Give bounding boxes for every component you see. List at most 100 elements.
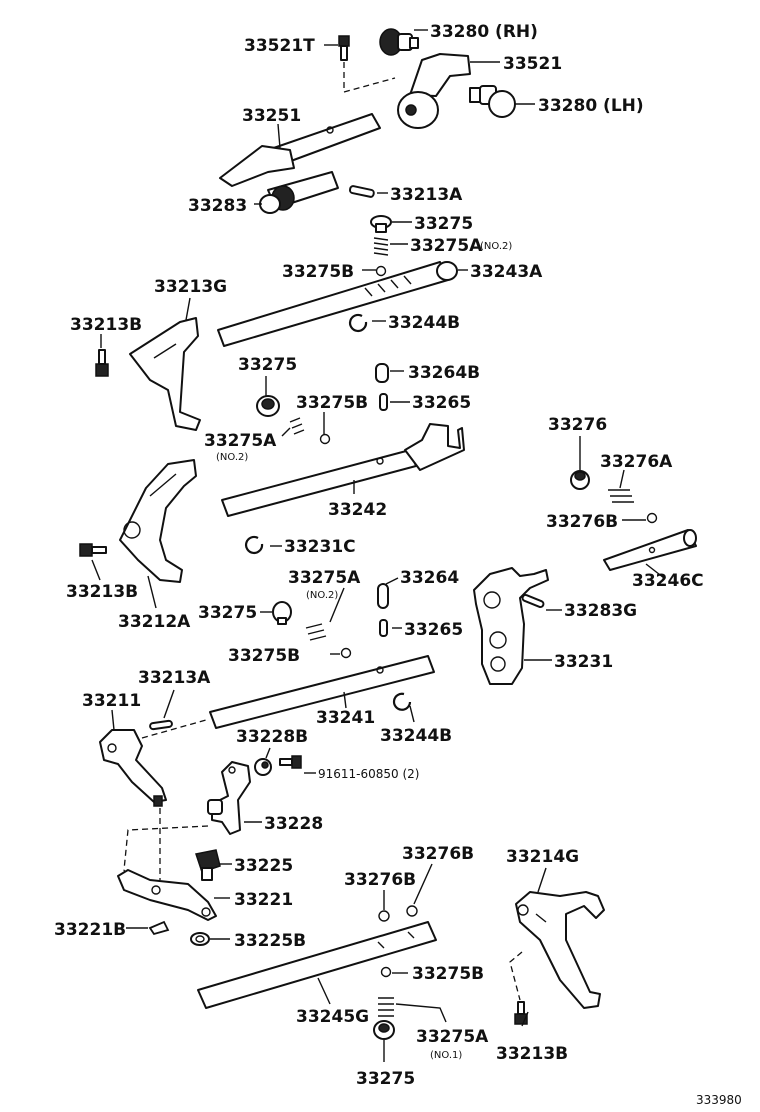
shaft-33251 <box>219 113 381 187</box>
dash-33214g <box>509 951 523 1001</box>
cap-33275-mid <box>256 395 280 417</box>
plug-33280-lh <box>469 85 516 118</box>
shaft-33245g <box>197 921 437 1009</box>
label-33265-low: 33265 <box>404 620 463 640</box>
plug-33280-rh <box>379 28 419 56</box>
label-33521: 33521 <box>503 54 562 74</box>
label-33280-rh: 33280 (RH) <box>430 22 538 42</box>
label-33225b: 33225B <box>234 931 306 951</box>
spring-33276a <box>608 489 634 503</box>
leader-lines <box>91 29 665 1062</box>
label-33283: 33283 <box>188 196 247 216</box>
bolt-33213b-left <box>95 349 109 377</box>
label-33275b-top: 33275B <box>282 262 354 282</box>
ball-33275b-top <box>375 265 387 277</box>
label-33211: 33211 <box>82 691 141 711</box>
bolt-33521t <box>338 35 350 61</box>
label-33213a-low: 33213A <box>138 668 211 688</box>
cap-33228b <box>254 758 272 776</box>
sublabel-no2-low: (NO.2) <box>306 590 338 601</box>
part-shapes <box>79 28 697 1040</box>
label-33276b-a: 33276B <box>344 870 416 890</box>
dash-33213a-low <box>141 719 207 739</box>
label-33275b-bot: 33275B <box>412 964 484 984</box>
label-33214g: 33214G <box>506 847 579 867</box>
ball-33275b-bot <box>380 966 392 978</box>
ball-33276b-right <box>646 512 658 524</box>
label-33275a-low: 33275A <box>288 568 361 588</box>
fork-33212a <box>119 459 197 583</box>
label-33251: 33251 <box>242 106 301 126</box>
dash-33521t <box>343 62 396 93</box>
label-33275-low: 33275 <box>198 603 257 623</box>
label-91611-60850: 91611-60850 (2) <box>318 767 420 781</box>
shaft-33242 <box>221 423 465 517</box>
label-33244b-low: 33244B <box>380 726 452 746</box>
ball-33275b-mid <box>319 433 331 445</box>
label-33275a-bot: 33275A <box>416 1027 489 1047</box>
cap-33275-bot <box>373 1020 395 1040</box>
ball-33276b-a <box>378 910 390 922</box>
arm-33228 <box>207 761 251 835</box>
label-33264b: 33264B <box>408 363 480 383</box>
label-33276b-right: 33276B <box>546 512 618 532</box>
label-33241: 33241 <box>316 708 375 728</box>
pin-33265-top <box>379 393 388 411</box>
pin-33213a-top <box>348 185 375 198</box>
label-33221b: 33221B <box>54 920 126 940</box>
clip-33221b <box>148 920 170 936</box>
sublabel-no1-bot: (NO.1) <box>430 1050 462 1061</box>
label-33243a: 33243A <box>470 262 543 282</box>
figure-code: 333980 <box>696 1093 742 1107</box>
fork-33213g <box>129 317 201 431</box>
cap-33275-low <box>272 601 292 625</box>
label-33213a-top: 33213A <box>390 185 463 205</box>
label-33228b: 33228B <box>236 727 308 747</box>
label-33245g: 33245G <box>296 1007 369 1027</box>
label-33275a-mid: 33275A <box>204 431 277 451</box>
spring-33275a-low <box>305 623 327 641</box>
label-33275b-low: 33275B <box>228 646 300 666</box>
label-33283g: 33283G <box>564 601 637 621</box>
label-33242: 33242 <box>328 500 387 520</box>
label-33275-mid: 33275 <box>238 355 297 375</box>
label-33246c: 33246C <box>632 571 704 591</box>
pin-33264b <box>375 363 389 383</box>
bolt-91611-60850 <box>279 755 302 769</box>
label-33228: 33228 <box>264 814 323 834</box>
bushing-33225 <box>195 849 221 881</box>
spring-33275a-bot <box>378 997 394 1017</box>
bolt-33213b-bot <box>514 1001 528 1025</box>
label-33521t: 33521T <box>244 36 315 56</box>
rod-33246c <box>603 529 697 571</box>
cap-33276 <box>570 470 590 490</box>
sublabel-no2-mid: (NO.2) <box>216 452 248 463</box>
label-33276b-b: 33276B <box>402 844 474 864</box>
shaft-33241 <box>209 655 435 729</box>
sublabel-no2-top: (NO.2) <box>480 241 512 252</box>
shaft-33283 <box>259 171 339 214</box>
label-33265-top: 33265 <box>412 393 471 413</box>
label-33225: 33225 <box>234 856 293 876</box>
spring-33275a-mid <box>289 417 305 435</box>
label-33264: 33264 <box>400 568 459 588</box>
label-33212a: 33212A <box>118 612 191 632</box>
lever-33521 <box>397 53 471 129</box>
label-33275a-top: 33275A <box>410 236 483 256</box>
clip-33231c <box>245 535 264 555</box>
lever-33221 <box>117 869 217 921</box>
label-33213g: 33213G <box>154 277 227 297</box>
ball-33275b-low <box>340 647 352 659</box>
label-33244b-top: 33244B <box>388 313 460 333</box>
clip-33244b-low <box>392 692 412 711</box>
washer-33225b <box>190 932 210 946</box>
pin-33265-low <box>379 619 388 637</box>
ball-33276b-b <box>406 905 418 917</box>
pin-33264 <box>377 583 389 609</box>
label-33276: 33276 <box>548 415 607 435</box>
fork-33214g <box>515 891 605 1009</box>
bolt-33213b-mid <box>79 543 107 557</box>
bracket-33231 <box>473 567 549 685</box>
label-33231: 33231 <box>554 652 613 672</box>
